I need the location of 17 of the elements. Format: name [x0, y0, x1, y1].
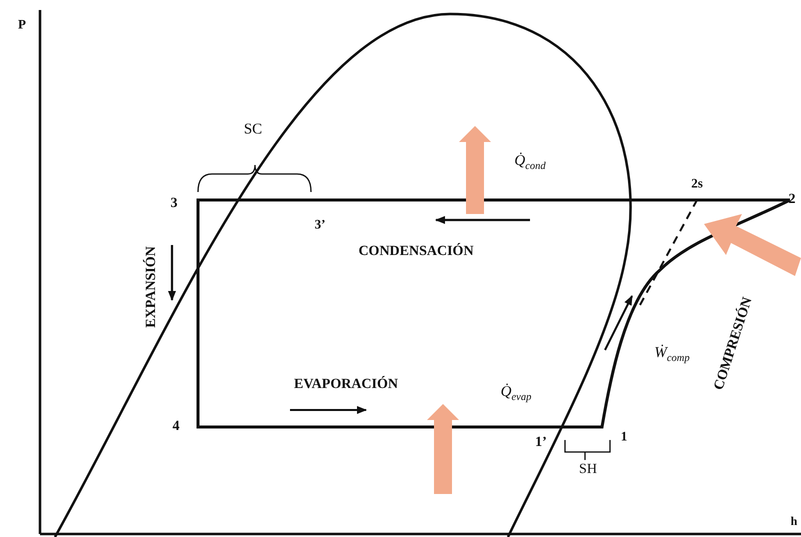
bracket-label: SC	[244, 122, 262, 138]
state-label: 3	[170, 197, 178, 211]
process-label: EXPANSIÓN	[145, 246, 159, 328]
heat-label: Q̇$_{evap}$	[500, 384, 532, 404]
state-label: 3’	[314, 218, 326, 230]
state-label: 1’	[535, 436, 547, 450]
axis-label: h	[790, 515, 798, 527]
heat-label: Q̇$_{cond}$	[514, 154, 546, 172]
state-label: 4	[172, 420, 180, 434]
state-label: 2s	[691, 176, 703, 190]
process-label: CONDENSACIÓN	[358, 245, 474, 259]
state-label: 1	[620, 430, 628, 442]
work-label: Ẇ$_{comp}$	[654, 346, 690, 364]
state-label: 2	[788, 193, 796, 207]
bracket-label: SH	[579, 463, 597, 477]
process-label: EVAPORACIÓN	[294, 378, 398, 392]
axis-label: P	[18, 18, 26, 30]
